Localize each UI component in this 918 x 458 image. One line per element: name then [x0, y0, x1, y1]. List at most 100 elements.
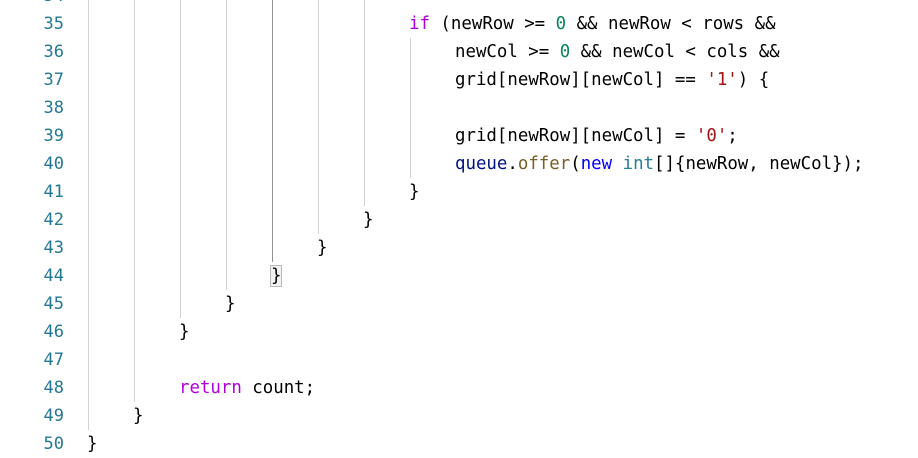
code-token: && [570, 42, 613, 62]
code-token: } [363, 210, 374, 230]
code-token: newCol [591, 70, 654, 90]
code-token: queue [455, 154, 508, 174]
code-token: && [566, 14, 608, 34]
code-token: newRow [608, 14, 671, 34]
code-token: < [670, 14, 703, 34]
line-number: 45 [43, 294, 64, 314]
code-token: && [744, 14, 776, 34]
code-token: newRow [507, 70, 571, 90]
indent-guide [364, 0, 365, 206]
code-line[interactable]: 45} [0, 290, 918, 318]
code-token: ] = [653, 126, 696, 146]
line-code: } [133, 402, 143, 430]
code-token: } [133, 406, 144, 426]
line-number: 40 [43, 154, 64, 174]
line-number: 50 [43, 434, 64, 454]
code-line[interactable]: 47 [0, 346, 918, 374]
code-line[interactable]: 41} [0, 178, 918, 206]
line-code: grid[newRow][newCol] = '0'; [455, 122, 738, 150]
code-token: ][ [570, 70, 592, 90]
indent-guide-active [272, 0, 273, 262]
code-line[interactable]: 40 queue.offer(new int[]{newRow, newCol})… [0, 150, 918, 178]
code-line[interactable]: 42} [0, 206, 918, 234]
code-token: count; [241, 378, 316, 398]
code-token: < [674, 42, 707, 62]
code-token: ( [570, 154, 581, 174]
code-token: [ [496, 126, 508, 146]
code-token: offer [517, 154, 571, 174]
indent-guide [88, 0, 89, 430]
code-token: cols [706, 42, 749, 62]
code-token: newCol [591, 126, 654, 146]
code-token: return [179, 378, 242, 398]
code-token: ; [727, 126, 738, 146]
line-number: 41 [43, 182, 64, 202]
line-number: 36 [43, 42, 64, 62]
code-token: ( [429, 14, 451, 34]
code-token: newRow [685, 154, 749, 174]
code-token: ] == [653, 70, 707, 90]
code-line[interactable]: 48 return count; [0, 374, 918, 402]
code-token: }); [832, 154, 864, 174]
line-number: 44 [43, 266, 64, 286]
line-code: grid[newRow][newCol] == '1') { [455, 66, 769, 94]
code-line-partial: 34 [0, 0, 918, 10]
line-code: newCol >= 0 && newCol < cols && [455, 38, 780, 66]
code-line[interactable]: 49} [0, 402, 918, 430]
code-token: , [748, 154, 770, 174]
code-line[interactable]: 44} [0, 262, 918, 290]
code-line[interactable]: 36 newCol >= 0 && newCol < cols && [0, 38, 918, 66]
code-token: newCol [769, 154, 833, 174]
code-token: rows [702, 14, 745, 34]
line-code: } [179, 318, 189, 346]
line-number: 43 [43, 238, 64, 258]
line-number: 39 [43, 126, 64, 146]
line-code: } [87, 430, 97, 458]
code-line[interactable]: 50} [0, 430, 918, 458]
line-number: 38 [43, 98, 64, 118]
line-code: } [225, 290, 235, 318]
line-code: return count; [179, 374, 315, 402]
matching-bracket: } [269, 265, 283, 287]
indent-guide [180, 0, 181, 318]
line-number: 42 [43, 210, 64, 230]
code-token [612, 154, 622, 174]
line-code: } [317, 234, 327, 262]
code-token: } [225, 294, 236, 314]
code-token: newRow [450, 14, 514, 34]
code-token: } [317, 238, 328, 258]
code-token: 0 [559, 42, 571, 62]
code-token: } [409, 182, 420, 202]
code-line[interactable]: 46} [0, 318, 918, 346]
code-line[interactable]: 43} [0, 234, 918, 262]
line-code: } [363, 206, 373, 234]
line-code: if (newRow >= 0 && newRow < rows && [409, 10, 776, 38]
code-token: >= [517, 42, 560, 62]
indent-guide [134, 0, 135, 402]
code-token: []{ [654, 154, 686, 174]
code-token: newCol [612, 42, 675, 62]
line-number: 46 [43, 322, 64, 342]
code-token: } [87, 434, 98, 454]
code-token: [ [496, 70, 508, 90]
line-code: queue.offer(new int[]{newRow, newCol}); [455, 150, 863, 178]
code-token: . [507, 154, 518, 174]
line-number: 37 [43, 70, 64, 90]
code-token: int [622, 154, 655, 174]
line-code: } [269, 262, 283, 290]
code-line[interactable]: 37 grid[newRow][newCol] == '1') { [0, 66, 918, 94]
code-token: '1' [706, 70, 738, 90]
indent-guide [318, 0, 319, 234]
line-number: 34 [0, 0, 64, 10]
code-token: new [580, 154, 613, 174]
code-token: } [179, 322, 190, 342]
code-token: grid [455, 126, 497, 146]
code-token: newRow [507, 126, 571, 146]
code-line[interactable]: 38 [0, 94, 918, 122]
code-token: ) { [737, 70, 770, 90]
line-number: 48 [43, 378, 64, 398]
code-token: grid [455, 70, 497, 90]
